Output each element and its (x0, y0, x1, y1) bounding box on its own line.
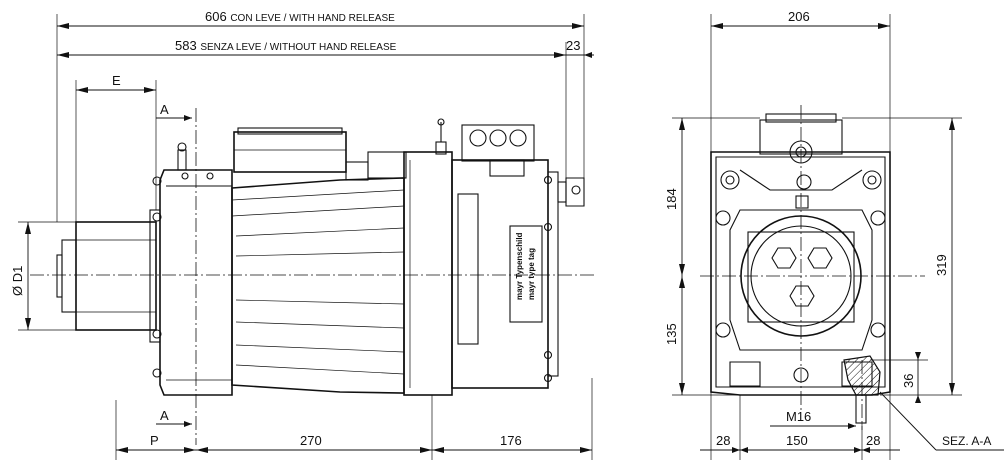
dim-shaft-diameter: Ø D1 (10, 221, 76, 331)
section-label: SEZ. A-A (942, 434, 991, 448)
dim-270-value: 270 (300, 433, 322, 448)
dim-184-value: 184 (664, 188, 679, 210)
dim-shaft-length: E (75, 73, 157, 222)
dim-206-value: 206 (788, 9, 810, 24)
dim-23-value: 23 (566, 38, 580, 53)
dim-release-offset: 23 (566, 38, 594, 58)
dim-front-heights: 184 135 (664, 117, 760, 396)
dim-319-value: 319 (934, 254, 949, 276)
front-frame (710, 113, 891, 396)
gearbox-housing (152, 142, 233, 396)
dim-36-value: 36 (901, 374, 916, 388)
nameplate-line2: mayr type tag (527, 248, 536, 300)
front-view: 206 184 135 319 (664, 9, 1004, 460)
dim-front-total-height: 319 (842, 117, 962, 396)
terminal-box (233, 127, 407, 181)
dim-d1-value: Ø D1 (10, 266, 25, 296)
brake-flange (403, 118, 453, 396)
dim-150-value: 150 (786, 433, 808, 448)
section-marker-top: A (156, 102, 192, 121)
dim-176-value: 176 (500, 433, 522, 448)
motor-body (231, 177, 405, 394)
dim-e-value: E (112, 73, 121, 88)
shaft-housing (56, 209, 161, 343)
section-letter-bottom: A (160, 408, 169, 423)
thread-callout: M16 (770, 409, 856, 429)
side-view: mayr Typenschild mayr type tag A A (10, 9, 595, 460)
nameplate-line1: mayr Typenschild (515, 232, 524, 300)
dim-28-left-value: 28 (716, 433, 730, 448)
dim-583-value: 583 SENZA LEVE / WITHOUT HAND RELEASE (175, 38, 397, 53)
thread-m16-value: M16 (786, 409, 811, 424)
dim-total-with-release: 606 CON LEVE / WITH HAND RELEASE (56, 9, 585, 222)
dim-front-bottom-chain: 28 150 28 (700, 392, 900, 460)
dim-total-without-release: 583 SENZA LEVE / WITHOUT HAND RELEASE (57, 38, 567, 178)
dim-606-value: 606 CON LEVE / WITH HAND RELEASE (205, 9, 395, 24)
section-letter-top: A (160, 102, 169, 117)
dim-135-value: 135 (664, 323, 679, 345)
dim-front-width: 206 (710, 9, 891, 152)
dim-foot-hole-depth: 36 (870, 352, 928, 403)
front-feet (729, 355, 881, 424)
section-marker-bottom: A (156, 408, 192, 427)
dim-p-value: P (150, 433, 159, 448)
dim-bottom-chain: P 270 176 (115, 378, 593, 460)
section-callout: SEZ. A-A (879, 391, 1004, 451)
brake-body: mayr Typenschild mayr type tag (451, 124, 559, 389)
dim-28-right-value: 28 (866, 433, 880, 448)
hand-release-lever (557, 177, 585, 207)
